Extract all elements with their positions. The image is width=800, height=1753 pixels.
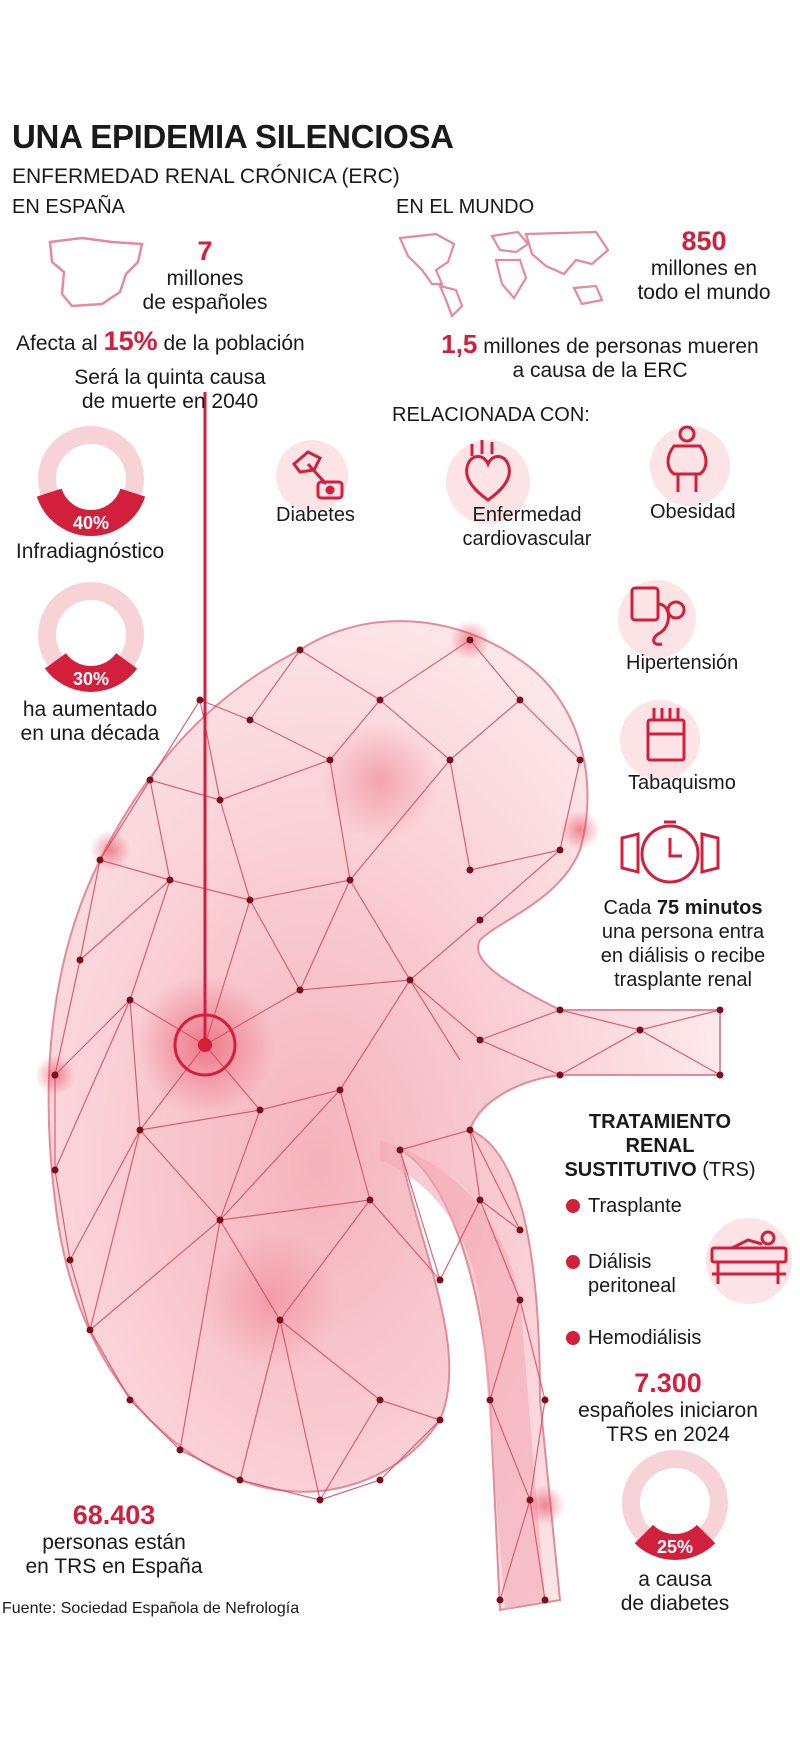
spain-cause-line2: de muerte en 2040	[81, 390, 259, 413]
trs-spain-line1: personas están	[42, 1531, 186, 1554]
treatment-item-transplant: Trasplante	[588, 1195, 682, 1217]
related-heading: RELACIONADA CON:	[392, 404, 590, 426]
world-count-value: 850	[681, 226, 727, 256]
spain-count-line2: de españoles	[142, 291, 268, 314]
blood-pressure-icon	[630, 586, 686, 646]
hospital-bed-icon	[710, 1230, 788, 1284]
spain-heading: EN ESPAÑA	[12, 196, 125, 218]
related-hypertension-label: Hipertensión	[626, 652, 739, 674]
heart-icon-bg	[446, 440, 530, 524]
page-subtitle: ENFERMEDAD RENAL CRÓNICA (ERC)	[12, 165, 400, 188]
trs-started: 7.300 españoles iniciaron TRS en 2024	[548, 1368, 788, 1447]
underdiagnosis-donut: 40%	[36, 426, 146, 536]
spain-count-value: 7	[197, 236, 213, 266]
increase-caption-line1: ha aumentado	[22, 698, 158, 721]
treatment-heading-line3-bold: SUSTITUTIVO	[564, 1159, 697, 1181]
treatment-bullet-2	[566, 1255, 580, 1269]
spain-cause: Será la quinta causa de muerte en 2040	[40, 366, 300, 414]
dialysis-line3: en diálisis o recibe	[600, 945, 766, 967]
diabetes-glucometer-icon	[291, 450, 344, 500]
cigarette-pack-icon	[646, 708, 686, 762]
spain-cause-line1: Será la quinta causa	[74, 366, 266, 389]
dialysis-line4: trasplante renal	[614, 969, 752, 991]
treatment-item-dialysis-line1: Diálisis	[588, 1251, 652, 1273]
world-deaths-value: 1,5	[441, 329, 478, 359]
treatment-heading-line1: TRATAMIENTO	[588, 1111, 732, 1133]
kidney-shape	[47, 620, 721, 1612]
donut-value-arc	[44, 652, 138, 692]
target-ring	[173, 1013, 237, 1077]
related-smoking-label: Tabaquismo	[628, 772, 736, 794]
world-deaths: 1,5 millones de personas mueren a causa …	[410, 329, 790, 383]
treatment-item-dialysis-line2: peritoneal	[588, 1275, 676, 1297]
donut-value-arc	[36, 487, 146, 536]
world-count-line1: millones en	[650, 257, 758, 280]
target-dot	[198, 1038, 212, 1052]
diabetes-icon-bg	[276, 440, 348, 512]
world-heading: EN EL MUNDO	[396, 196, 535, 218]
increase-caption-line2: en una década	[20, 722, 160, 745]
source-credit: Fuente: Sociedad Española de Nefrología	[2, 1600, 300, 1617]
treatment-item-dialysis: Diálisis peritoneal	[588, 1250, 676, 1298]
donut-value-label: 40%	[73, 513, 109, 533]
diabetes-cause-donut: 25%	[622, 1450, 728, 1560]
treatment-heading: TRATAMIENTO RENAL SUSTITUTIVO (TRS)	[540, 1110, 780, 1182]
related-cardio-line2: cardiovascular	[462, 528, 592, 550]
diabetes-cause-line1: a causa	[638, 1568, 712, 1591]
treatment-bullet-1	[566, 1199, 580, 1213]
spain-affects-suffix: de la población	[163, 332, 305, 355]
trs-started-value: 7.300	[634, 1368, 702, 1398]
treatment-heading-line2: RENAL	[625, 1135, 695, 1157]
world-count-line2: todo el mundo	[637, 281, 771, 304]
page-title: UNA EPIDEMIA SILENCIOSA	[12, 118, 454, 155]
trs-started-line2: TRS en 2024	[606, 1423, 730, 1446]
world-deaths-line1: millones de personas mueren	[483, 335, 759, 358]
ureter	[380, 1140, 545, 1610]
related-diabetes-label: Diabetes	[276, 504, 355, 526]
spain-affects-value: 15%	[103, 326, 158, 356]
donut-value-arc	[634, 1524, 716, 1560]
increase-caption: ha aumentado en una década	[0, 698, 180, 746]
dialysis-line1-value: 75 minutos	[656, 897, 763, 919]
trs-spain: 68.403 personas están en TRS en España	[4, 1500, 224, 1579]
donut-value-label: 30%	[73, 669, 109, 689]
dialysis-note: Cada 75 minutos una persona entra en diá…	[578, 896, 788, 992]
world-map-icon	[398, 230, 610, 318]
smoking-icon-bg	[620, 700, 700, 780]
heart-icon	[465, 440, 511, 502]
trs-spain-value: 68.403	[72, 1500, 156, 1530]
trs-started-line1: españoles iniciaron	[578, 1399, 758, 1422]
spain-count: 7 millones de españoles	[130, 236, 280, 315]
related-cardio-line1: Enfermedad	[472, 504, 582, 526]
world-count: 850 millones en todo el mundo	[620, 226, 788, 305]
related-cardio-label: Enfermedad cardiovascular	[442, 503, 612, 551]
spain-affects: Afecta al 15% de la población	[16, 326, 305, 359]
increase-donut: 30%	[38, 582, 144, 692]
world-deaths-line2: a causa de la ERC	[512, 359, 688, 382]
diabetes-cause-caption: a causa de diabetes	[580, 1568, 770, 1616]
spain-affects-prefix: Afecta al	[16, 332, 98, 355]
watch-icon	[620, 820, 720, 884]
treatment-bullet-3	[566, 1331, 580, 1345]
spain-map-icon	[48, 236, 144, 308]
dialysis-line1-prefix: Cada	[603, 897, 652, 919]
trs-spain-line2: en TRS en España	[25, 1555, 203, 1578]
dialysis-line2: una persona entra	[601, 921, 765, 943]
donut-value-label: 25%	[657, 1537, 693, 1557]
treatment-item-hemodialysis: Hemodiálisis	[588, 1327, 702, 1349]
person-obesity-icon	[666, 425, 708, 492]
related-obesity-label: Obesidad	[650, 501, 736, 523]
spain-count-line1: millones	[166, 267, 244, 290]
treatment-heading-line3-rest: (TRS)	[702, 1159, 756, 1181]
diabetes-cause-line2: de diabetes	[620, 1592, 730, 1615]
underdiagnosis-caption: Infradiagnóstico	[15, 540, 165, 563]
